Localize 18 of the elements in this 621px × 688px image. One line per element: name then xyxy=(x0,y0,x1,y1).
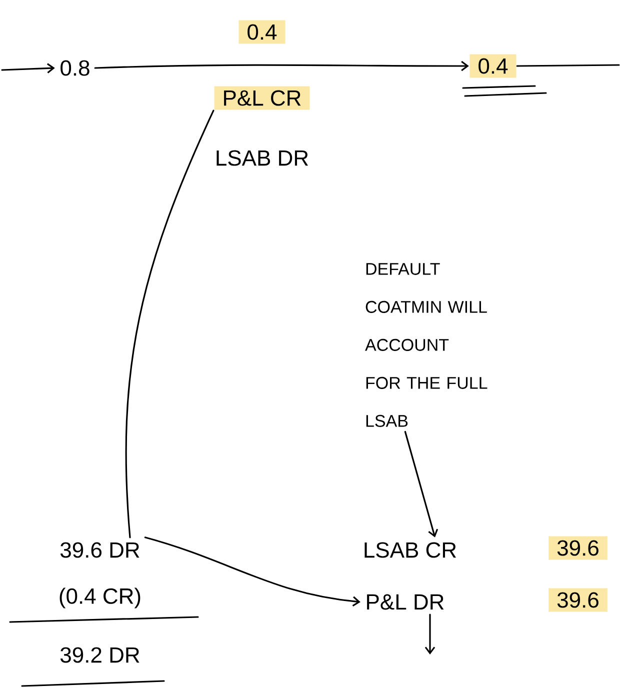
entry-text: 39.6 DR xyxy=(60,542,140,558)
total-text: 39.2 DR xyxy=(60,647,140,663)
highlighted-amount: 0.4 xyxy=(238,20,286,44)
arrow xyxy=(144,536,360,607)
highlighted-amount: 39.6 xyxy=(548,588,608,612)
highlighted-amount: 0.4 xyxy=(470,54,516,78)
entry-text: LSAB CR xyxy=(364,542,456,558)
arrow xyxy=(94,60,469,72)
amount-text: 0.8 xyxy=(60,60,90,76)
arrow xyxy=(1,63,55,74)
arrow xyxy=(424,614,436,655)
entry-text: P&L DR xyxy=(367,594,444,610)
highlighted-account: P&L CR xyxy=(214,86,310,110)
account-text: LSAB DR xyxy=(216,150,308,166)
note-text: DEFAULT COATMIN WILL ACCOUNT FOR THE FULL LSAB xyxy=(365,263,488,427)
entry-text: (0.4 CR) xyxy=(60,588,140,608)
highlighted-amount: 39.6 xyxy=(548,536,608,560)
arrow xyxy=(404,430,438,538)
